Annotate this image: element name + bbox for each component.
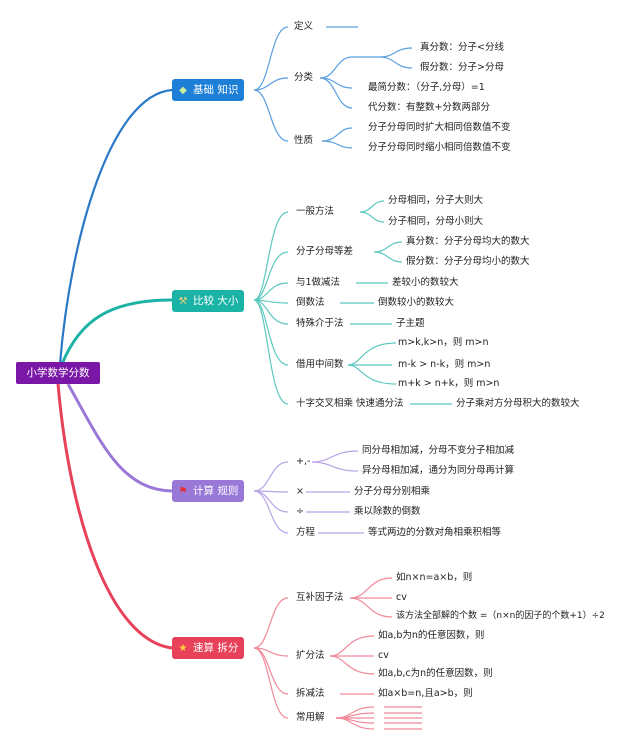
leaf-chajiaoxiao[interactable]: 差较小的数较大 [392, 277, 459, 288]
subtopic-dengcha[interactable]: 分子分母等差 [296, 246, 354, 257]
subtopic-hubu-yinzi[interactable]: 互补因子法 [296, 592, 344, 603]
connector-root-jichu [58, 88, 173, 365]
subtopic-fenlei[interactable]: 分类 [294, 72, 314, 83]
leaf-fenbie-xiangcheng[interactable]: 分子分母分别相乘 [354, 486, 431, 497]
leaf-yifenmu[interactable]: 异分母相加减，通分为同分母再计算 [362, 465, 515, 476]
leaf-jiafenshu[interactable]: 假分数：分子>分母 [420, 62, 504, 73]
gem-icon: ◆ [179, 85, 187, 96]
topic-label: 计算 规则 [193, 485, 239, 497]
connector-root-bijiao [60, 298, 173, 365]
leaf-cv-2[interactable]: cv [378, 650, 389, 661]
leaf-cv-1[interactable]: cv [396, 592, 407, 603]
leaf-jie-geshu[interactable]: 该方法全部解的个数 =（n×n的因子的个数+1）÷2 [396, 611, 605, 621]
subtopic-yu1jianfa[interactable]: 与1做减法 [296, 277, 341, 288]
connectors-jisuan [253, 450, 364, 534]
leaf-fenzi-xiangtong[interactable]: 分子相同，分母小则大 [388, 216, 484, 227]
subtopic-chu[interactable]: ÷ [296, 506, 304, 517]
leaf-abc-yinshu[interactable]: 如a,b,c为n的任意因数，则 [378, 668, 493, 679]
topic-susuan-chaifen[interactable]: ★ 速算 拆分 [172, 637, 245, 659]
subtopic-xingzhi[interactable]: 性质 [294, 135, 314, 146]
topic-label: 比较 大小 [193, 295, 239, 307]
topic-label: 速算 拆分 [193, 642, 239, 654]
leaf-axb-n[interactable]: 如a×b=n,且a>b，则 [378, 688, 473, 699]
subtopic-cheng[interactable]: × [296, 486, 304, 497]
subtopic-yibanfangfa[interactable]: 一般方法 [296, 206, 335, 217]
leaf-duijiao-xiangcheng[interactable]: 等式两边的分数对角相乘积相等 [368, 527, 502, 538]
leaf-kuoda[interactable]: 分子分母同时扩大相同倍数值不变 [368, 122, 511, 133]
subtopic-daoshufa[interactable]: 倒数法 [296, 297, 325, 308]
leaf-zhenfenshu[interactable]: 真分数：分子<分线 [420, 42, 504, 53]
leaf-dengcha-zhen[interactable]: 真分数：分子分母均大的数大 [406, 236, 530, 247]
connectors-susuan [253, 577, 422, 730]
leaf-suoxiao[interactable]: 分子分母同时缩小相同倍数值不变 [368, 142, 511, 153]
root-topic[interactable]: 小学数学分数 [16, 362, 100, 384]
star-icon: ★ [178, 643, 188, 654]
subtopic-changyongjie[interactable]: 常用解 [296, 712, 325, 723]
leaf-zuijianfenshu[interactable]: 最简分数：（分子,分母）=1 [368, 82, 485, 93]
subtopic-fangcheng[interactable]: 方程 [296, 527, 316, 538]
topic-jisuan-guize[interactable]: ⚑ 计算 规则 [172, 480, 245, 502]
topic-bijiao-daxiao[interactable]: ⚒ 比较 大小 [172, 290, 245, 312]
connector-root-susuan [56, 383, 173, 650]
leaf-m-minus-k[interactable]: m-k > n-k，则 m>n [398, 359, 491, 370]
subtopic-zhongjianshu[interactable]: 借用中间数 [296, 359, 344, 370]
connectors-jichu [253, 26, 413, 149]
leaf-nxn-axb[interactable]: 如n×n=a×b，则 [396, 572, 473, 583]
subtopic-kuofenfa[interactable]: 扩分法 [296, 650, 325, 661]
subtopic-chaijianfa[interactable]: 拆减法 [296, 688, 325, 699]
leaf-fenzi-cheng-duifang[interactable]: 分子乘对方分母积大的数较大 [456, 398, 580, 409]
leaf-fenmu-xiangtong[interactable]: 分母相同，分子大则大 [388, 195, 484, 206]
subtopic-shizijiaocha[interactable]: 十字交叉相乘 快速通分法 [296, 398, 404, 409]
leaf-m-plus-k[interactable]: m+k > n+k，则 m>n [398, 378, 500, 389]
connector-root-jisuan [66, 383, 173, 493]
leaf-tongfenmu[interactable]: 同分母相加减，分母不变分子相加减 [362, 445, 515, 456]
hammer-icon: ⚒ [178, 296, 188, 307]
flag-icon: ⚑ [178, 486, 188, 497]
leaf-chengyi-daoshu[interactable]: 乘以除数的倒数 [354, 506, 421, 517]
leaf-daoshu-jiaoxiao[interactable]: 倒数较小的数较大 [378, 297, 455, 308]
leaf-m-gt-k[interactable]: m>k,k>n，则 m>n [398, 337, 489, 348]
topic-label: 基础 知识 [193, 84, 239, 96]
subtopic-dingyi[interactable]: 定义 [294, 21, 314, 32]
subtopic-teshujieyu[interactable]: 特殊介于法 [296, 318, 344, 329]
connectors-bijiao [253, 200, 452, 405]
leaf-ab-yinshu[interactable]: 如a,b为n的任意因数，则 [378, 630, 485, 641]
leaf-dengcha-jia[interactable]: 假分数：分子分母均小的数大 [406, 256, 530, 267]
leaf-daifenshu[interactable]: 代分数：有整数+分数两部分 [368, 102, 490, 113]
leaf-zizhuti[interactable]: 子主题 [396, 318, 425, 329]
subtopic-jiajian[interactable]: +,- [296, 456, 311, 467]
topic-jichu-zhishi[interactable]: ◆ 基础 知识 [172, 79, 245, 101]
